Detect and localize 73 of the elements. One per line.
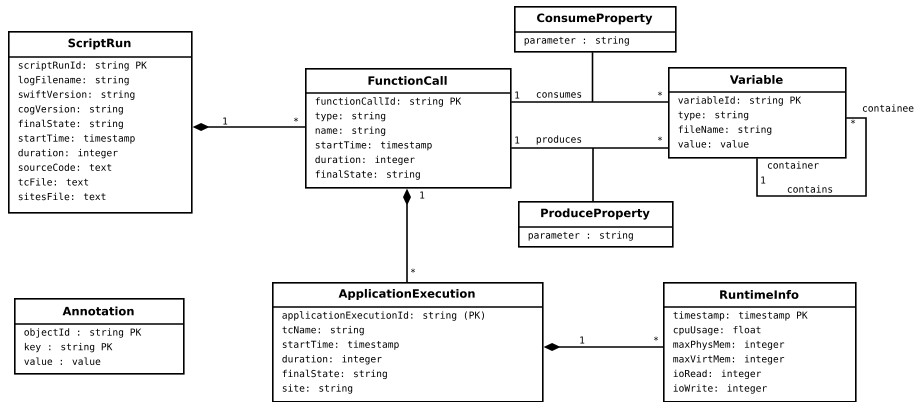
attribute-text: tcFile: text <box>18 178 88 186</box>
class-name: ProduceProperty <box>541 208 650 220</box>
multiplicity-label: 1 <box>515 136 520 144</box>
attribute-text: cpuUsage: float <box>674 326 760 336</box>
attribute-text: tcName: string <box>282 326 364 336</box>
edge-label: produces <box>534 134 584 146</box>
attribute-text: type: string <box>678 110 748 120</box>
multiplicity-label: * <box>294 117 298 122</box>
multiplicity-label: 1 <box>580 336 584 344</box>
class-name: Annotation <box>62 306 134 316</box>
multiplicity-label: 1 <box>515 92 520 98</box>
attribute-text: startTime: timestamp <box>282 340 399 350</box>
attribute-text: type: string <box>315 112 386 122</box>
class-box <box>8 31 193 214</box>
attribute-text: startTime: timestamp <box>316 141 432 150</box>
association-line <box>592 148 594 201</box>
attribute-text: functionCallId: string PK <box>316 97 462 107</box>
attribute-text: finalState: string <box>282 370 387 380</box>
class-name: ScriptRun <box>68 38 130 50</box>
attribute-text: key : string PK <box>24 342 112 352</box>
attribute-text: maxVirtMem: integer <box>673 355 784 364</box>
multiplicity-label: * <box>654 336 658 341</box>
class-box <box>514 6 677 53</box>
attribute-text: scriptRunId: string PK <box>18 61 147 71</box>
class-box <box>663 282 857 402</box>
class-box <box>668 67 847 159</box>
association-line <box>756 117 867 197</box>
attribute-text: value: value <box>678 140 748 148</box>
attribute-text: site: string <box>282 384 352 394</box>
attribute-text: maxPhysMem: integer <box>673 340 784 350</box>
multiplicity-label: * <box>850 119 856 124</box>
attribute-text: variableId: string PK <box>678 96 802 106</box>
attribute-text: logFilename: string <box>18 76 129 86</box>
attribute-text: ioRead: integer <box>674 370 762 380</box>
multiplicity-label: containee <box>862 104 914 112</box>
multiplicity-label: * <box>410 268 416 273</box>
attribute-text: duration: integer <box>315 156 415 166</box>
multiplicity-label: * <box>658 136 662 141</box>
attribute-text: objectId : string PK <box>24 328 142 338</box>
class-box <box>272 282 544 402</box>
association-line <box>512 147 668 149</box>
class-name: ConsumeProperty <box>537 14 652 24</box>
class-box <box>14 298 185 375</box>
multiplicity-label: * <box>658 91 662 96</box>
attribute-text: startTime: timestamp <box>18 134 135 144</box>
attribute-text: sitesFile: text <box>18 192 106 200</box>
association-line <box>512 101 668 103</box>
attribute-text: sourceCode: text <box>18 164 112 171</box>
edge-label: contains <box>786 184 834 194</box>
class-box <box>518 201 674 248</box>
class-name: ApplicationExecution <box>338 288 475 300</box>
attribute-text: parameter : string <box>528 231 633 241</box>
attribute-text: timestamp: timestamp PK <box>673 311 808 321</box>
attribute-text: ioWrite: integer <box>674 384 767 394</box>
attribute-text: value : value <box>24 358 100 365</box>
multiplicity-label: 1 <box>223 118 228 124</box>
attribute-text: cogVersion: string <box>18 105 123 114</box>
class-name: RuntimeInfo <box>720 290 798 299</box>
attribute-text: parameter : string <box>524 36 629 46</box>
class-name: FunctionCall <box>368 76 447 85</box>
attribute-text: duration: integer <box>282 355 382 364</box>
attribute-text: finalState: string <box>316 170 420 180</box>
class-name: Variable <box>730 75 783 84</box>
edge-label: consumes <box>534 91 584 99</box>
attribute-text: duration: integer <box>18 148 118 158</box>
attribute-text: finalState: string <box>18 120 123 130</box>
attribute-text: applicationExecutionId: string (PK) <box>282 311 484 321</box>
multiplicity-label: 1 <box>761 176 766 184</box>
association-line <box>592 52 594 102</box>
class-box <box>305 68 512 189</box>
attribute-text: fileName: string <box>678 126 772 135</box>
attribute-text: name: string <box>316 126 386 136</box>
attribute-text: swiftVersion: string <box>18 90 134 100</box>
